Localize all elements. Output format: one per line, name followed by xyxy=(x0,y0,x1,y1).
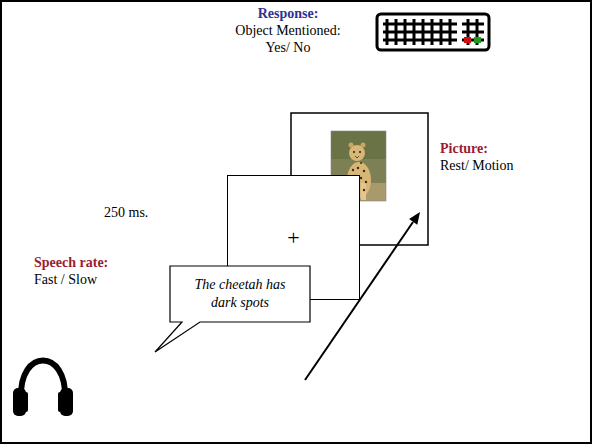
speech-rate-heading: Speech rate: xyxy=(34,254,108,271)
speech-bubble: The cheetah has dark spots xyxy=(170,266,310,322)
response-task: Object Mentioned: xyxy=(235,22,340,39)
response-heading: Response: xyxy=(258,5,319,22)
headphones-icon xyxy=(13,361,73,417)
picture-conditions: Rest/ Motion xyxy=(440,157,514,174)
picture-heading-text: Picture: xyxy=(440,141,488,156)
interval-duration: 250 ms. xyxy=(104,204,148,221)
interval-duration-text: 250 ms. xyxy=(104,205,148,220)
speech-rate-conditions: Fast / Slow xyxy=(34,271,97,288)
speech-rate-conditions-text: Fast / Slow xyxy=(34,272,97,287)
speech-rate-heading-text: Speech rate: xyxy=(34,255,108,270)
fixation-cross: + xyxy=(287,224,299,252)
picture-heading: Picture: xyxy=(440,140,488,157)
spoken-sentence: The cheetah has dark spots xyxy=(192,276,288,312)
keyboard-icon xyxy=(377,14,489,50)
picture-conditions-text: Rest/ Motion xyxy=(440,158,514,173)
response-options: Yes/ No xyxy=(266,39,311,56)
response-heading-text: Response: xyxy=(258,6,319,21)
bubble-shape xyxy=(155,266,310,352)
response-options-text: Yes/ No xyxy=(266,40,311,55)
bubble-outline xyxy=(170,266,310,322)
response-task-text: Object Mentioned: xyxy=(235,23,340,38)
